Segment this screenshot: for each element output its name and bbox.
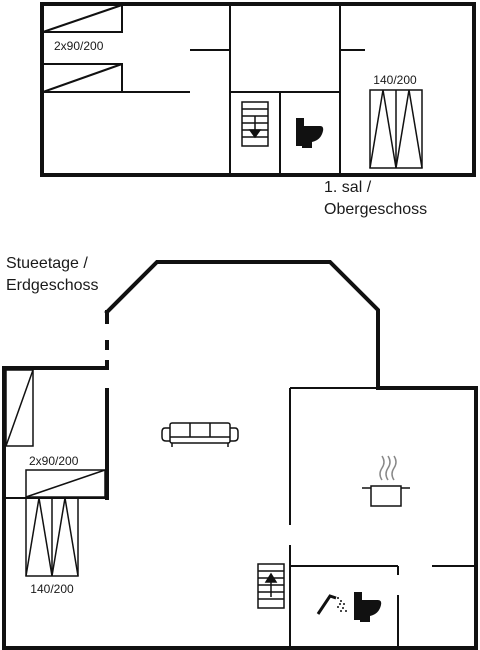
upper-double-bed bbox=[369, 89, 423, 169]
upper-floor: 140/200 2x90/200 1. sal / Obergeschoss bbox=[40, 2, 476, 218]
ground-double-bed bbox=[25, 497, 79, 577]
ground-interior-walls bbox=[4, 387, 476, 648]
cooking-pot-icon bbox=[362, 455, 410, 507]
upper-interior-walls bbox=[42, 4, 365, 174]
toilet-icon-ground bbox=[354, 592, 382, 622]
ground-floor-label-line1: Stueetage / bbox=[6, 255, 88, 272]
toilet-icon bbox=[296, 118, 324, 148]
sofa-icon bbox=[161, 422, 239, 447]
ground-floor: Stueetage / Erdgeschoss bbox=[2, 255, 478, 650]
ground-twin-bed bbox=[25, 469, 106, 498]
ground-double-bed-label: 140/200 bbox=[30, 582, 74, 596]
upper-double-bed-label: 140/200 bbox=[373, 73, 417, 87]
upper-floor-label-line1: 1. sal / bbox=[324, 179, 372, 196]
stairs-up-icon bbox=[257, 563, 285, 609]
stairs-down-icon bbox=[241, 101, 269, 147]
shower-icon bbox=[316, 594, 347, 615]
ground-twin-bed-label: 2x90/200 bbox=[29, 454, 79, 468]
upper-floor-label-line2: Obergeschoss bbox=[324, 201, 427, 218]
ground-floor-label-line2: Erdgeschoss bbox=[6, 277, 99, 294]
ground-single-bed bbox=[5, 369, 34, 447]
upper-twin-bed-label: 2x90/200 bbox=[54, 39, 104, 53]
